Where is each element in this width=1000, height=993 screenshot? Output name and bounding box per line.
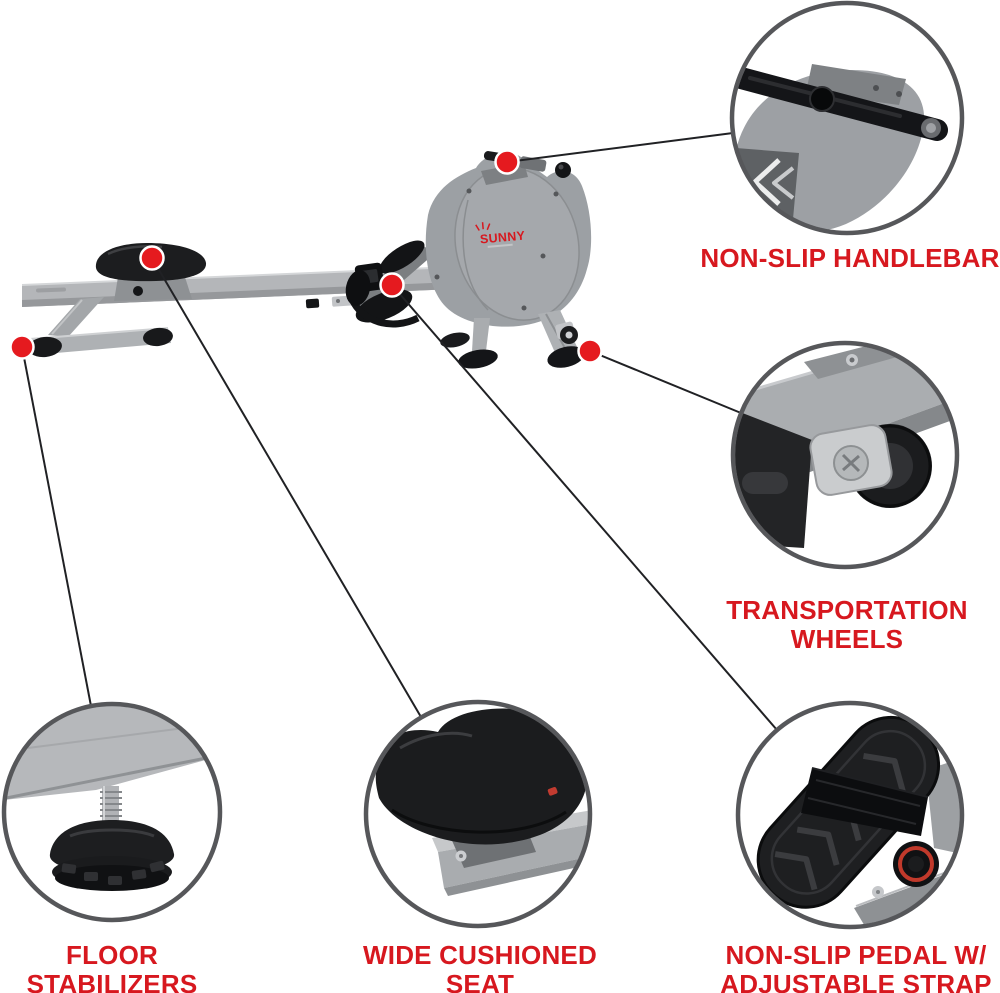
- feature-label-line: NON-SLIP PEDAL W/: [725, 940, 987, 970]
- feature-label-line: FLOOR: [66, 940, 158, 970]
- rail-stop: [305, 298, 320, 309]
- front-foot-far: [440, 332, 470, 348]
- callout-dot-pedal: [379, 272, 405, 298]
- callout-line-stabilizers: [21, 346, 92, 707]
- detail-circle-handlebar: [729, 0, 965, 236]
- front-stabilizer-leg: [48, 297, 104, 337]
- callout-dot-handlebar: [494, 149, 520, 175]
- feature-label-pedal: NON-SLIP PEDAL W/ ADJUSTABLE STRAP: [698, 941, 1000, 993]
- flywheel-housing: SUNNY: [425, 151, 592, 327]
- detail-circle-wheels: [730, 340, 960, 570]
- handlebar-grip: [734, 67, 948, 141]
- feature-label-line: WHEELS: [790, 624, 904, 654]
- front-stabilizer: [28, 297, 173, 358]
- detail-circle-pedal: [735, 700, 965, 930]
- callout-dot-wheels: [577, 338, 603, 364]
- stabilizer-endcap-right: [143, 327, 173, 347]
- detail-circle-stabilizers: [1, 701, 223, 923]
- feature-label-line: WIDE CUSHIONED: [363, 940, 597, 970]
- feature-label-line: SEAT: [445, 969, 515, 993]
- seat-logo-mark: [547, 787, 558, 796]
- front-legs: [440, 318, 498, 369]
- front-foot-near: [458, 349, 498, 369]
- stabilizer-foot: [49, 820, 175, 891]
- callout-line-seat: [151, 257, 422, 718]
- brand-logo-text: SUNNY: [479, 229, 526, 247]
- resistance-knob: [555, 162, 571, 178]
- callout-line-wheels: [589, 350, 742, 414]
- callout-line-pedal: [391, 284, 778, 731]
- brand-logo: SUNNY: [475, 222, 526, 248]
- rear-leg-assembly: [538, 310, 585, 368]
- feature-label-stabilizers: FLOOR STABILIZERS: [0, 941, 230, 993]
- feature-label-wheels: TRANSPORTATION WHEELS: [689, 596, 1000, 654]
- callout-lines: [21, 132, 778, 731]
- feature-label-handlebar: NON-SLIP HANDLEBAR: [692, 244, 1000, 273]
- callout-line-handlebar: [506, 132, 734, 163]
- callout-dots: [9, 149, 603, 364]
- stabilizer-endcap-left: [28, 336, 62, 358]
- handlebar-joint: [810, 87, 834, 111]
- feature-label-line: STABILIZERS: [26, 969, 198, 993]
- housing-screws: [434, 188, 559, 311]
- feature-label-line: TRANSPORTATION: [726, 595, 968, 625]
- seat-cushion-large: [375, 708, 588, 845]
- detail-circle-seat: [363, 699, 593, 929]
- callout-dot-stabilizers: [9, 334, 35, 360]
- callout-dot-seat: [139, 245, 165, 271]
- front-stabilizer-bar: [30, 328, 171, 355]
- feature-label-line: NON-SLIP HANDLEBAR: [700, 243, 1000, 273]
- rear-foot: [547, 346, 585, 368]
- rowing-machine: SUNNY: [21, 151, 592, 369]
- feature-label-seat: WIDE CUSHIONED SEAT: [322, 941, 638, 993]
- rail-marking: [36, 287, 66, 293]
- feature-label-line: ADJUSTABLE STRAP: [720, 969, 992, 993]
